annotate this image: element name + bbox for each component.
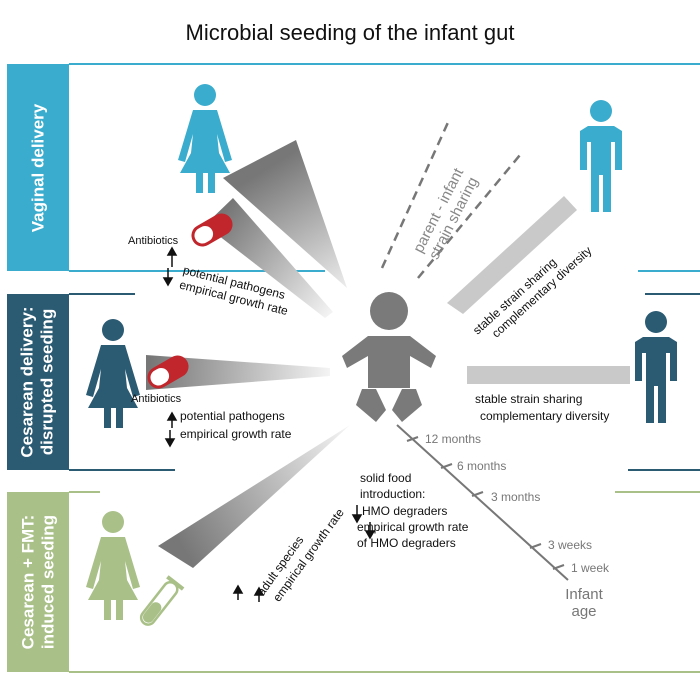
cesarean-fmt-band: Cesarean + FMT: induced seeding — [7, 492, 69, 672]
fmt-seeding-wedge — [158, 425, 350, 568]
growth-rate-label-cesarean: empirical growth rate — [180, 427, 292, 441]
arrows — [162, 246, 376, 602]
cesarean-delivery-band: Cesarean delivery: disrupted seeding — [7, 294, 69, 470]
solid-food-label-2: introduction: — [360, 487, 426, 501]
cesarean-delivery-label: Cesarean delivery: disrupted seeding — [18, 306, 58, 457]
dashed-line-2 — [417, 154, 521, 279]
stable-sharing-bar-vaginal — [447, 196, 577, 314]
growth-rate-hmo-label-1: empirical growth rate — [357, 520, 469, 534]
timeline-3-months: 3 months — [491, 490, 541, 504]
infant-icon — [342, 292, 436, 422]
timeline-axis — [396, 424, 569, 581]
vaginal-delivery-label: Vaginal delivery — [28, 103, 48, 232]
timeline-1-week: 1 week — [571, 561, 610, 575]
timeline-12-months: 12 months — [425, 432, 482, 446]
infant-age-line2: age — [571, 603, 597, 620]
growth-rate-hmo-label-2: of HMO degraders — [357, 536, 456, 550]
cesarean-fmt-label: Cesarean + FMT: induced seeding — [18, 515, 58, 650]
stable-sharing-label-cesarean: stable strain sharing — [475, 392, 583, 406]
complementary-label-cesarean: complementary diversity — [480, 409, 610, 423]
stable-sharing-bar-cesarean — [467, 366, 630, 384]
cesarean-label-line1: Cesarean delivery: — [18, 306, 38, 458]
antibiotics-label-vaginal: Antibiotics — [128, 235, 179, 247]
infant-age-line1: Infant — [565, 586, 603, 603]
dashed-line-1 — [380, 117, 452, 269]
test-tube-icon — [139, 575, 185, 626]
antibiotic-pill-icon-cesarean — [147, 355, 189, 389]
timeline-3-weeks: 3 weeks — [548, 538, 593, 552]
vaginal-delivery-band: Vaginal delivery — [7, 64, 69, 271]
mother-icon-vaginal — [178, 84, 232, 193]
solid-food-label-1: solid food — [360, 471, 412, 485]
diagram-title: Microbial seeding of the infant gut — [185, 20, 515, 45]
vaginal-seeding-wedge — [223, 140, 347, 288]
mother-icon-fmt — [86, 511, 140, 620]
antibiotic-pill-icon-vaginal — [191, 213, 233, 247]
infant-age-label: Infant age — [562, 586, 606, 620]
father-icon-vaginal — [580, 100, 622, 212]
cesarean-wedge — [146, 355, 330, 390]
mother-icon-cesarean — [86, 319, 140, 428]
vaginal-antibiotics-wedge — [205, 198, 333, 318]
timeline-6-months: 6 months — [457, 459, 507, 473]
hmo-degraders-label: HMO degraders — [362, 504, 448, 518]
cesarean-label-line2: disrupted seeding — [38, 308, 58, 456]
fmt-label-line2: induced seeding — [38, 514, 58, 650]
timeline-ticks — [406, 436, 565, 570]
fmt-label-line1: Cesarean + FMT: — [18, 514, 38, 650]
father-icon-cesarean — [635, 311, 677, 423]
antibiotics-label-cesarean: Antibiotics — [131, 393, 182, 405]
pathogens-label-cesarean: potential pathogens — [180, 409, 285, 423]
